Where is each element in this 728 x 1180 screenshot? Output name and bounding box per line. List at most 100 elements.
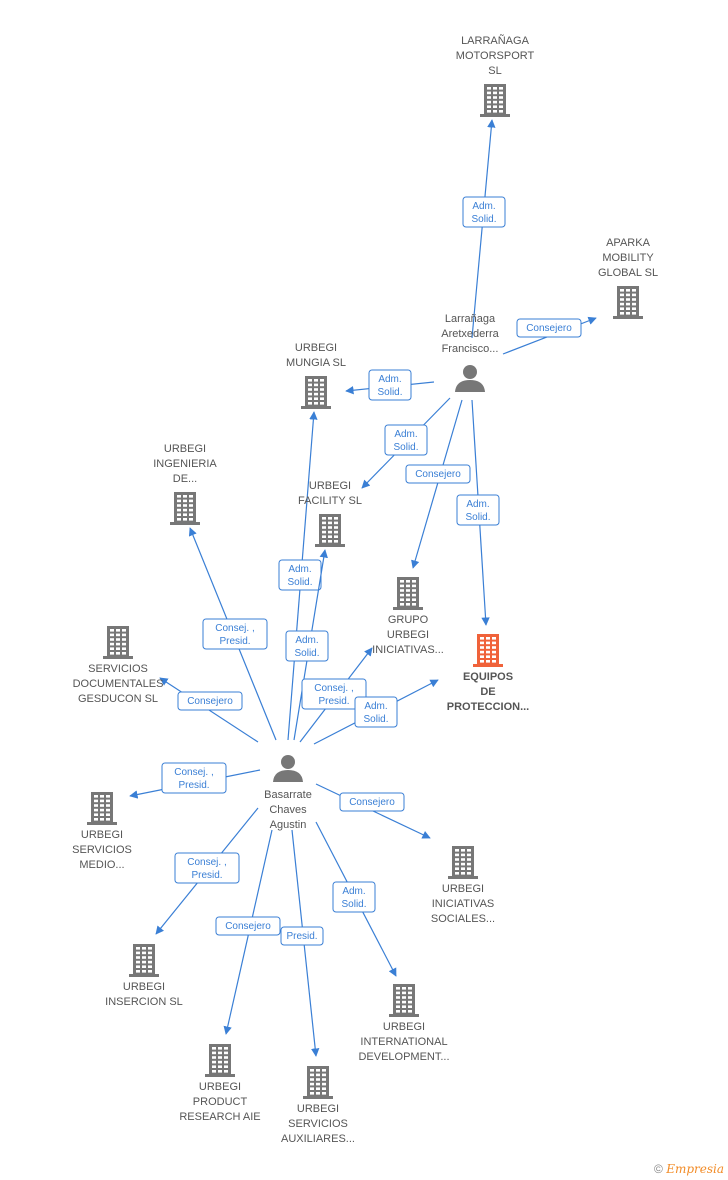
node-urbegi-auxiliares[interactable]: URBEGISERVICIOSAUXILIARES... [281, 1066, 355, 1145]
node-label: DE... [173, 473, 197, 485]
node-label: DOCUMENTALES [73, 678, 164, 690]
building-icon [170, 492, 200, 525]
edge-label-text: Solid. [363, 714, 388, 725]
edge-label[interactable]: Adm. Solid. [368, 369, 412, 401]
edge-label[interactable]: Consejero [516, 318, 582, 338]
edge-basarrate-to-equipos: Adm.Solid. [313, 679, 439, 745]
edge-label-box[interactable] [368, 369, 412, 401]
edge-label-text: Adm. [342, 886, 365, 897]
edge-label[interactable]: Consej. ,Presid. [174, 852, 240, 884]
edge-label[interactable]: Consejero [177, 691, 243, 711]
edge-basarrate-to-urbegi_product: Consejero [215, 829, 281, 1035]
edge-label-text: Consejero [187, 696, 233, 707]
edge-basarrate-to-servicios_doc: Consejero [159, 677, 259, 743]
edge-label-box[interactable] [339, 792, 405, 812]
node-label: LARRAÑAGA [461, 34, 530, 47]
node-label: URBEGI [309, 480, 351, 492]
edge-basarrate-to-urbegi_insercion: Consej. ,Presid. [155, 807, 259, 935]
person-icon [455, 365, 485, 392]
edge-larranaga_person-to-grupo_urbegi: Consejero [405, 399, 471, 569]
edge-label[interactable]: Adm.Solid. [354, 696, 398, 728]
edge-label-box[interactable] [174, 852, 240, 884]
building-icon [473, 634, 503, 667]
node-urbegi-medio[interactable]: URBEGISERVICIOSMEDIO... [72, 792, 132, 871]
edge-label-box[interactable] [462, 196, 506, 228]
edge-larranaga_person-to-urbegi_facility: Adm. Solid. [361, 397, 451, 489]
edge-label-box[interactable] [384, 424, 428, 456]
edge-label-box[interactable] [301, 678, 367, 710]
node-label: INTERNATIONAL [360, 1036, 447, 1048]
node-grupo-urbegi[interactable]: GRUPOURBEGIINICIATIVAS... [372, 577, 444, 656]
edge-label-box[interactable] [354, 696, 398, 728]
edge-label[interactable]: Adm.Solid. [462, 196, 506, 228]
node-label: EQUIPOS [463, 671, 513, 683]
edge-label-text: Solid. [471, 214, 496, 225]
brand-logo[interactable]: Empresia [666, 1162, 724, 1176]
edge-label-text: Adm. [288, 564, 311, 575]
node-urbegi-sociales[interactable]: URBEGIINICIATIVASSOCIALES... [431, 846, 495, 925]
node-label: AUXILIARES... [281, 1133, 355, 1145]
edge-line [411, 399, 463, 569]
edge-label-text: Consejero [225, 921, 271, 932]
edge-label-box[interactable] [456, 494, 500, 526]
node-urbegi-international[interactable]: URBEGIINTERNATIONALDEVELOPMENT... [358, 984, 450, 1063]
edge-label-box[interactable] [177, 691, 243, 711]
edge-label[interactable]: Adm.Solid. [456, 494, 500, 526]
node-label: GLOBAL SL [598, 267, 658, 279]
node-larranaga-motorsport[interactable]: LARRAÑAGA MOTORSPORT SL [456, 34, 535, 117]
node-equipos[interactable]: EQUIPOSDEPROTECCION... [447, 634, 530, 713]
edge-label-text: Solid. [377, 387, 402, 398]
edge-label-text: Consejero [349, 797, 395, 808]
edge-label[interactable]: Adm.Solid. [278, 559, 322, 591]
node-larranaga-person[interactable]: LarrañagaAretxederraFrancisco... [441, 313, 500, 392]
node-label: URBEGI [383, 1021, 425, 1033]
edge-label[interactable]: Consej. ,Presid. [301, 678, 367, 710]
edge-line [471, 119, 496, 339]
edge-label[interactable]: Consej. ,Presid. [202, 618, 268, 650]
edge-label-box[interactable] [202, 618, 268, 650]
edges-layer: Adm.Solid.ConsejeroAdm.Solid.Adm.Solid.C… [129, 119, 597, 1057]
edge-label-box[interactable] [405, 464, 471, 484]
edge-larranaga_person-to-larranaga_motorsport: Adm.Solid. [462, 119, 506, 339]
edge-label[interactable]: Adm. Solid. [384, 424, 428, 456]
edge-label-text: Adm. [378, 374, 401, 385]
edge-label-box[interactable] [516, 318, 582, 338]
node-label: MEDIO... [79, 859, 124, 871]
edge-label-text: Consejero [415, 469, 461, 480]
node-urbegi-facility[interactable]: URBEGI FACILITY SL [298, 480, 362, 547]
edge-label-text: Solid. [341, 899, 366, 910]
edge-label-box[interactable] [161, 762, 227, 794]
edge-label-box[interactable] [332, 881, 376, 913]
edge-basarrate-to-grupo_urbegi: Consej. ,Presid. [299, 647, 373, 743]
edge-label[interactable]: Adm.Solid. [285, 630, 329, 662]
edge-label[interactable]: Consejero [405, 464, 471, 484]
edge-label-text: Presid. [191, 870, 222, 881]
edge-label[interactable]: Consejero [215, 916, 281, 936]
edge-label-box[interactable] [280, 926, 324, 946]
edge-label-text: Adm. [394, 429, 417, 440]
edge-label[interactable]: Consej. ,Presid. [161, 762, 227, 794]
edge-label-text: Solid. [393, 442, 418, 453]
node-label: URBEGI [164, 443, 206, 455]
edge-label[interactable]: Consejero [339, 792, 405, 812]
edge-label[interactable]: Adm. Solid. [332, 881, 376, 913]
node-urbegi-ingenieria[interactable]: URBEGIINGENIERIADE... [153, 443, 217, 525]
node-label: GESDUCON SL [78, 693, 158, 705]
edge-label-box[interactable] [285, 630, 329, 662]
edge-label[interactable]: Presid. [280, 926, 324, 946]
edge-larranaga_person-to-urbegi_mungia: Adm. Solid. [345, 369, 435, 401]
node-label: URBEGI [81, 829, 123, 841]
node-label: INICIATIVAS... [372, 644, 444, 656]
node-label: SL [488, 65, 501, 77]
node-label: INSERCION SL [105, 996, 183, 1008]
node-label: FACILITY SL [298, 495, 362, 507]
edge-label-box[interactable] [215, 916, 281, 936]
node-label: MOTORSPORT [456, 50, 535, 62]
